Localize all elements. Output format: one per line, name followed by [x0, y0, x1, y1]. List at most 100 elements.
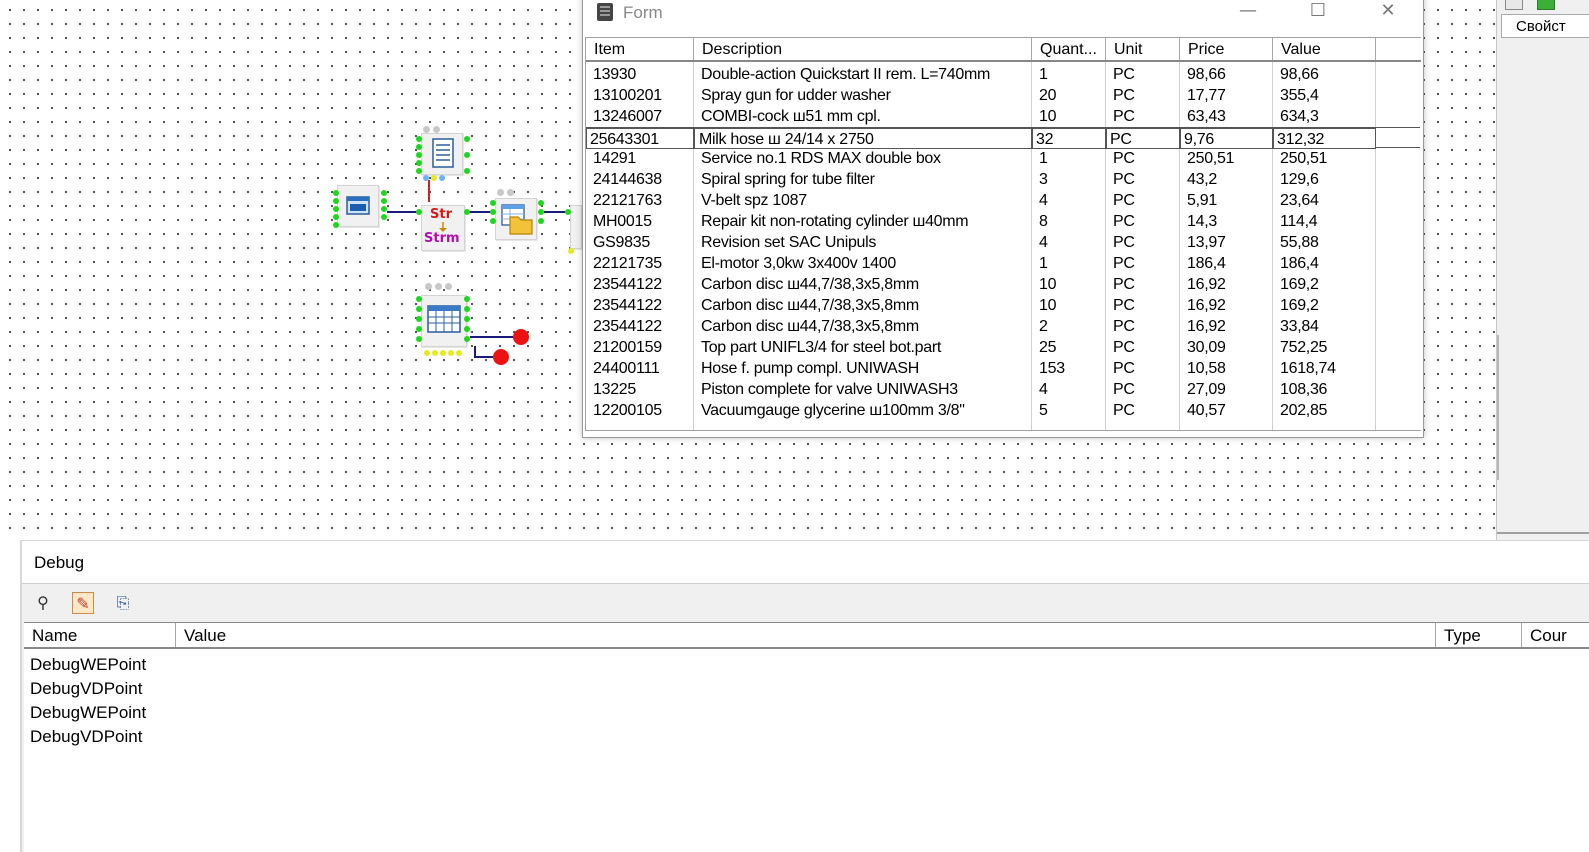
connector-point[interactable]: [416, 168, 422, 174]
header-col-value[interactable]: Value: [1273, 38, 1376, 60]
cell-col-value[interactable]: 312,32: [1273, 128, 1376, 149]
toolbar-icon[interactable]: [1537, 0, 1555, 10]
error-point[interactable]: [493, 349, 509, 365]
header-col-quantity[interactable]: Quant...: [1032, 38, 1106, 60]
debug-header-col-value[interactable]: Value: [176, 623, 1436, 647]
connector-point[interactable]: [568, 248, 574, 254]
connector-point[interactable]: [416, 326, 422, 332]
header-col-item[interactable]: Item: [586, 38, 694, 60]
connector-point[interactable]: [435, 283, 442, 290]
connector-point[interactable]: [416, 136, 422, 142]
cell-col-price[interactable]: 9,76: [1180, 128, 1273, 149]
connector-point[interactable]: [448, 350, 454, 356]
connector-point[interactable]: [431, 175, 437, 181]
connector-point[interactable]: [416, 336, 422, 342]
wire[interactable]: [544, 211, 570, 213]
close-button[interactable]: ✕: [1380, 0, 1396, 21]
connector-point[interactable]: [507, 189, 514, 196]
wire[interactable]: [474, 346, 476, 356]
connector-point[interactable]: [439, 175, 445, 181]
connector-point[interactable]: [432, 350, 438, 356]
header-col-price[interactable]: Price: [1180, 38, 1273, 60]
connector-point[interactable]: [333, 198, 339, 204]
connector-point[interactable]: [440, 350, 446, 356]
connector-point[interactable]: [490, 200, 496, 206]
splitter[interactable]: [1497, 335, 1499, 480]
connector-point[interactable]: [565, 209, 571, 215]
connector-point[interactable]: [464, 336, 470, 342]
error-point[interactable]: [513, 329, 529, 345]
connector-point[interactable]: [423, 175, 429, 181]
wire[interactable]: [387, 211, 419, 213]
title-bar[interactable]: Form — ☐ ✕: [583, 0, 1423, 31]
connector-point[interactable]: [416, 160, 422, 166]
connector-point[interactable]: [381, 198, 387, 204]
wire[interactable]: [470, 336, 514, 338]
header-col-description[interactable]: Description: [694, 38, 1032, 60]
toolbar-icon[interactable]: [1505, 0, 1523, 10]
debug-row[interactable]: DebugWEPoint: [30, 655, 147, 674]
maximize-button[interactable]: ☐: [1309, 0, 1327, 21]
wire[interactable]: [428, 180, 430, 202]
connector-point[interactable]: [538, 209, 544, 215]
connector-point[interactable]: [490, 218, 496, 224]
cell-col-item[interactable]: 25643301: [586, 128, 694, 149]
grid-component[interactable]: [421, 295, 467, 347]
tab-properties[interactable]: Свойст: [1501, 14, 1589, 38]
connector-point[interactable]: [464, 168, 470, 174]
connector-point[interactable]: [416, 152, 422, 158]
debug-header-col-name[interactable]: Name: [24, 623, 176, 647]
connector-point[interactable]: [456, 350, 462, 356]
connector-point[interactable]: [433, 126, 440, 133]
connector-point[interactable]: [381, 190, 387, 196]
cell-col-unit[interactable]: PC: [1106, 128, 1180, 149]
copy-tool-icon[interactable]: ⎘: [116, 593, 130, 612]
connector-point[interactable]: [333, 190, 339, 196]
connector-point[interactable]: [416, 306, 422, 312]
connector-point[interactable]: [464, 136, 470, 142]
partial-component[interactable]: [570, 205, 582, 249]
connector-point[interactable]: [424, 350, 430, 356]
cell-col-description[interactable]: Milk hose ш 24/14 x 2750: [694, 128, 1032, 149]
connector-point[interactable]: [464, 209, 470, 215]
connector-point[interactable]: [464, 152, 470, 158]
probe-tool-icon[interactable]: ⚲: [37, 593, 49, 612]
debug-header-col-type[interactable]: Type: [1436, 623, 1522, 647]
wire[interactable]: [466, 211, 490, 213]
connector-point[interactable]: [464, 326, 470, 332]
connector-point[interactable]: [381, 206, 387, 212]
connector-point[interactable]: [333, 206, 339, 212]
connector-point[interactable]: [497, 189, 504, 196]
connector-point[interactable]: [464, 296, 470, 302]
debug-row[interactable]: DebugVDPoint: [30, 679, 143, 698]
connector-point[interactable]: [445, 283, 452, 290]
connector-point[interactable]: [416, 296, 422, 302]
debug-header-col-count[interactable]: Cour: [1522, 623, 1589, 647]
debug-row[interactable]: DebugWEPoint: [30, 703, 147, 722]
connector-point[interactable]: [490, 209, 496, 215]
connector-point[interactable]: [416, 316, 422, 322]
edit-tool-icon[interactable]: ✎: [72, 592, 94, 614]
str-to-strm-component[interactable]: Str Strm: [421, 205, 465, 251]
file-dataset-component[interactable]: [495, 198, 537, 240]
connector-point[interactable]: [333, 214, 339, 220]
connector-point[interactable]: [381, 214, 387, 220]
header-col-unit[interactable]: Unit: [1106, 38, 1180, 60]
